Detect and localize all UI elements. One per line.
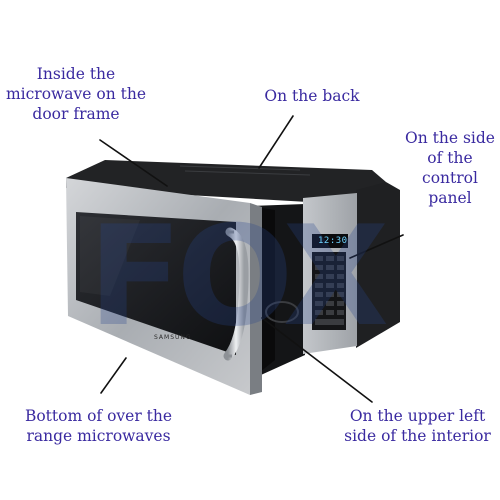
door-handle [223,227,249,361]
pointer-door-frame [99,139,168,187]
control-display [312,234,348,248]
top-vents [179,165,311,176]
label-back: On the back [264,87,360,105]
cabinet-side [356,182,400,348]
pointer-interior [261,317,373,403]
label-door-frame: Inside the microwave on the door frame [5,65,147,123]
clock-display: 12:30 [318,236,348,246]
brand-logo: SAMSUNG [154,334,192,341]
label-interior: On the upper left side of the interior [344,407,491,445]
keypad-buttons [315,256,344,325]
label-bottom: Bottom of over the range microwaves [24,407,173,445]
label-control-panel: On the side of the control panel [405,129,495,207]
glass-reflection [80,216,140,296]
pointer-control-panel [349,234,404,259]
door-window [76,212,236,355]
watermark: FOX [88,196,389,357]
pointer-lines [99,115,404,403]
turntable [265,301,299,323]
pointer-back [258,115,294,169]
pointer-bottom [100,357,127,394]
door-edge [250,203,262,395]
